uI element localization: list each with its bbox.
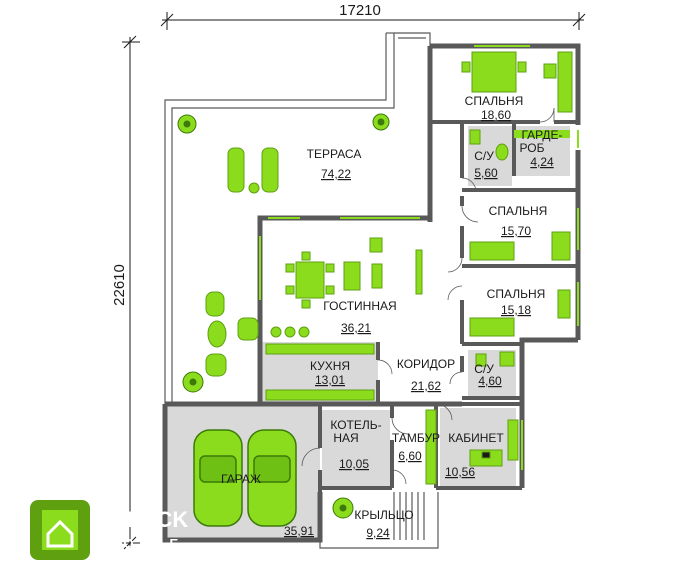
plant-icon [177,113,390,519]
room-office: КАБИНЕТ 10,56 [445,431,504,479]
porch-outline [319,492,439,549]
room-name: КАБИНЕТ [448,431,504,445]
dimension-width-label: 17210 [339,2,381,19]
room-bedroom2: СПАЛЬНЯ 15,70 [489,204,548,238]
room-bedroom1: СПАЛЬНЯ 18,60 [465,94,524,122]
room-terrace: ТЕРРАСА 74,22 [307,147,362,181]
terrace-outline [164,32,431,404]
room-name: С/У [474,362,494,376]
logo-word: BLOCK [110,507,188,532]
room-area: 15,18 [501,303,531,317]
room-area: 36,21 [341,321,371,335]
windows [259,45,579,470]
boiler-floor [322,410,390,486]
room-name-line2: НАЯ [333,431,358,445]
wardrobe-rail [514,130,570,138]
room-garage: ГАРАЖ 35,91 [221,472,314,538]
room-name: СПАЛЬНЯ [465,94,524,108]
dimension-depth-label: 22610 [111,264,128,306]
room-area: 13,01 [315,373,345,387]
room-vestibule: ТАМБУР 6,60 [392,431,440,463]
room-name-line2: РОБ [520,141,545,155]
room-bath2: С/У 4,60 [474,362,502,388]
terrace-seating [205,291,259,377]
room-name: С/У [474,149,494,163]
bath2-fixtures [475,351,515,367]
room-name: ГОСТИННАЯ [323,299,396,313]
logo-sub: HOUSE [108,536,184,551]
bedroom1-furniture [461,51,573,113]
doors [301,107,555,485]
dimension-width [160,12,586,30]
living-furniture [270,237,423,338]
room-wardrobe: ГАРДЕ- РОБ 4,24 [520,128,563,169]
room-area: 35,91 [284,524,314,538]
house-icon [46,519,74,548]
room-area: 21,62 [411,379,441,393]
room-corridor: КОРИДОР 21,62 [397,357,455,393]
room-area: 4,24 [530,155,554,169]
bedroom2-furniture [469,231,571,261]
room-area: 74,22 [321,167,351,181]
room-boiler: КОТЕЛЬ- НАЯ 10,05 [330,418,381,471]
bath1-fixtures [469,129,509,161]
brand-logo: BLOCK HOUSE [30,500,188,560]
room-name: ТЕРРАСА [307,147,362,161]
vestibule-closet [425,409,437,485]
office-furniture [469,419,519,467]
room-area: 5,60 [474,166,498,180]
room-bedroom3: СПАЛЬНЯ 15,18 [487,287,546,317]
room-name: ГАРАЖ [221,472,261,486]
car-icon [193,429,297,527]
room-area: 18,60 [481,108,511,122]
room-bath1: С/У 5,60 [474,149,498,180]
room-name-line1: КОТЕЛЬ- [330,418,381,432]
terrace-furniture [227,147,279,194]
room-area: 6,60 [398,449,422,463]
room-area: 9,24 [366,526,390,540]
room-area: 4,60 [478,374,502,388]
kitchen-counters [265,343,375,401]
room-name: КОРИДОР [397,357,455,371]
room-area: 15,70 [501,224,531,238]
room-area: 10,05 [339,457,369,471]
room-name: ТАМБУР [392,431,440,445]
room-name: СПАЛЬНЯ [489,204,548,218]
room-kitchen: КУХНЯ 13,01 [310,359,350,387]
room-name: СПАЛЬНЯ [487,287,546,301]
bedroom3-furniture [469,289,571,337]
room-name: КУХНЯ [310,359,350,373]
room-living: ГОСТИННАЯ 36,21 [323,299,396,335]
room-name: КРЫЛЬЦО [354,508,413,522]
dimension-depth [122,35,140,550]
office-floor [440,408,516,488]
room-name-line1: ГАРДЕ- [521,128,562,142]
room-area: 10,56 [445,465,475,479]
room-porch: КРЫЛЬЦО 9,24 [354,508,413,540]
